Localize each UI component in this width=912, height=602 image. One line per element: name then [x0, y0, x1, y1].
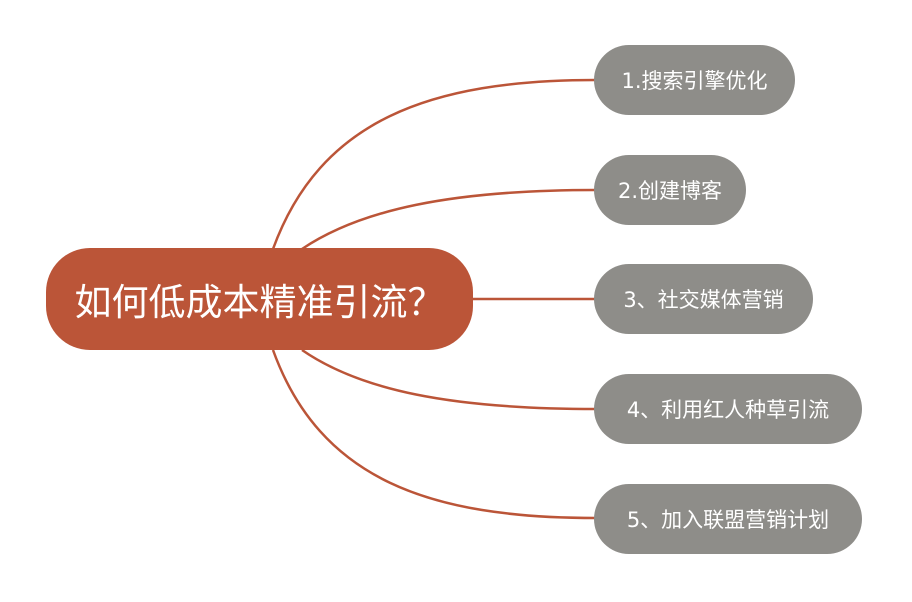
branch-node-3[interactable]: 3、社交媒体营销	[594, 264, 813, 334]
central-topic-node[interactable]: 如何低成本精准引流？	[46, 248, 473, 350]
link-5	[271, 349, 597, 520]
branch-label: 4、利用红人种草引流	[626, 398, 830, 422]
link-4	[301, 348, 597, 411]
branch-label: 3、社交媒体营销	[623, 288, 784, 312]
branch-label: 1.搜索引擎优化	[621, 69, 768, 93]
link-1	[271, 78, 597, 250]
central-topic-label: 如何低成本精准引流？	[74, 281, 445, 324]
branch-label: 2.创建博客	[617, 179, 723, 203]
branch-node-1[interactable]: 1.搜索引擎优化	[594, 45, 795, 115]
branch-node-4[interactable]: 4、利用红人种草引流	[594, 374, 862, 444]
branch-label: 5、加入联盟营销计划	[626, 508, 830, 532]
link-2	[301, 188, 597, 251]
branch-node-2[interactable]: 2.创建博客	[594, 155, 746, 225]
branch-node-5[interactable]: 5、加入联盟营销计划	[594, 484, 862, 554]
